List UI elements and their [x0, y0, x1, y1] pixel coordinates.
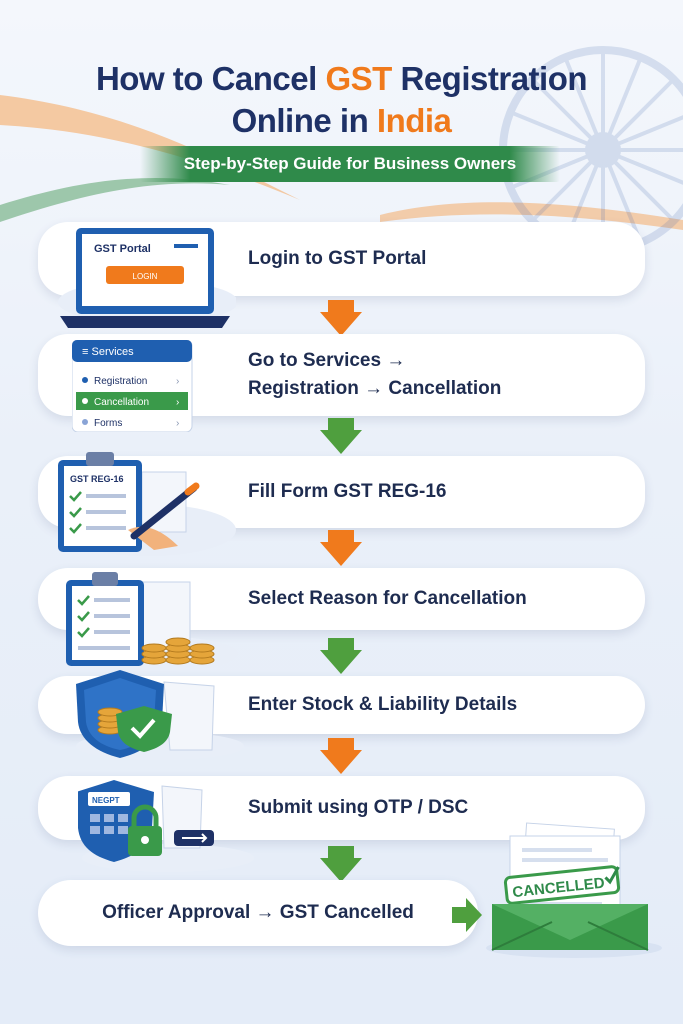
arrow-down-icon: [320, 300, 362, 336]
title-accent-gst: GST: [325, 60, 392, 97]
arrow-down-icon: [320, 418, 362, 454]
clipboard-form-title: GST REG-16: [70, 474, 124, 484]
secure-submit-icon: NEGPT: [78, 780, 254, 872]
step-icon-area: ≡ Services Registration › Cancellation ›…: [38, 334, 248, 432]
arrow-down-icon: [320, 846, 362, 882]
arrow-down-icon: [320, 530, 362, 566]
step-label: Fill Form GST REG-16: [248, 481, 447, 502]
arrow-down-icon: [320, 638, 362, 674]
step-services: ≡ Services Registration › Cancellation ›…: [38, 334, 645, 432]
clipboard-form-icon: GST REG-16: [58, 452, 236, 556]
step-label: Enter Stock & Liability Details: [248, 694, 518, 715]
svg-text:›: ›: [176, 397, 179, 408]
page-title: How to Cancel GST Registration Online in…: [0, 58, 683, 142]
title-accent-india: India: [376, 102, 452, 139]
step-label: Submit using OTP / DSC: [248, 797, 469, 818]
title-text: Online in: [231, 102, 377, 139]
cancelled-envelope-icon: CANCELLED: [486, 822, 662, 958]
checklist-coins-icon: [66, 572, 238, 672]
submit-tag-text: NEGPT: [92, 796, 120, 805]
title-text: How to Cancel: [95, 60, 326, 97]
final-step: Officer Approval → GST Cancelled: [38, 880, 478, 946]
step-icon-area: [38, 568, 248, 672]
final-label: Officer Approval → GST Cancelled: [102, 902, 414, 923]
step-select-reason: Select Reason for Cancellation: [38, 568, 645, 672]
laptop-portal-text: GST Portal: [94, 243, 151, 255]
svg-text:›: ›: [176, 418, 179, 429]
laptop-login-icon: GST Portal LOGIN: [58, 228, 236, 328]
laptop-login-button-text: LOGIN: [133, 272, 158, 281]
step-icon-area: NEGPT: [38, 776, 254, 872]
services-menu-item-active: Cancellation: [94, 397, 149, 408]
step-icon-area: GST Portal LOGIN: [38, 222, 248, 328]
services-menu-header: ≡ Services: [82, 346, 134, 358]
step-label: Go to Services → Registration → Cancella…: [248, 347, 501, 403]
step-label: Login to GST Portal: [248, 248, 427, 269]
step-label-line: Registration → Cancellation: [248, 378, 502, 399]
step-icon-area: [38, 670, 248, 760]
title-text: Registration: [391, 60, 588, 97]
step-label-line: Go to Services →: [248, 350, 406, 371]
step-label: Select Reason for Cancellation: [248, 588, 527, 609]
arrow-down-icon: [320, 738, 362, 774]
step-fill-form: GST REG-16 Fill Form GST REG-16: [38, 452, 645, 556]
step-stock-liability: Enter Stock & Liability Details: [38, 670, 645, 760]
services-menu-icon: ≡ Services Registration › Cancellation ›…: [72, 340, 193, 432]
services-menu-item: Forms: [94, 418, 122, 429]
shield-coins-icon: [76, 670, 244, 760]
services-menu-item: Registration: [94, 376, 147, 387]
svg-text:›: ›: [176, 376, 179, 387]
arrow-right-icon: [452, 898, 482, 932]
subtitle-banner: Step-by-Step Guide for Business Owners: [140, 146, 560, 182]
step-icon-area: GST REG-16: [38, 452, 248, 556]
step-login: GST Portal LOGIN Login to GST Portal: [38, 222, 645, 328]
subtitle-text: Step-by-Step Guide for Business Owners: [183, 154, 517, 173]
